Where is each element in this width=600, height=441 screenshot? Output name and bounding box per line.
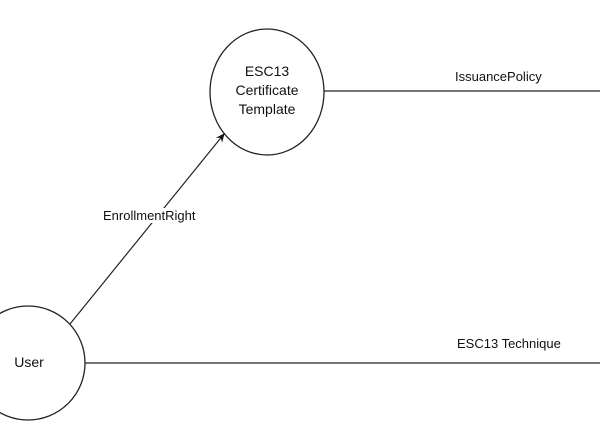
template-node-circle[interactable] bbox=[209, 28, 325, 156]
enrollment-edge-label: EnrollmentRight bbox=[103, 208, 196, 223]
technique-edge-label: ESC13 Technique bbox=[457, 336, 561, 351]
user-node-label: User bbox=[14, 354, 44, 370]
enrollment-edge[interactable] bbox=[69, 133, 225, 325]
template-label-line: ESC13 bbox=[244, 63, 290, 79]
template-label-line: Template bbox=[238, 101, 296, 117]
template-label-line: Certificate bbox=[235, 82, 299, 98]
template-node-label: ESC13 Certificate Template bbox=[217, 62, 317, 119]
issuance-edge-label: IssuancePolicy bbox=[455, 69, 542, 84]
